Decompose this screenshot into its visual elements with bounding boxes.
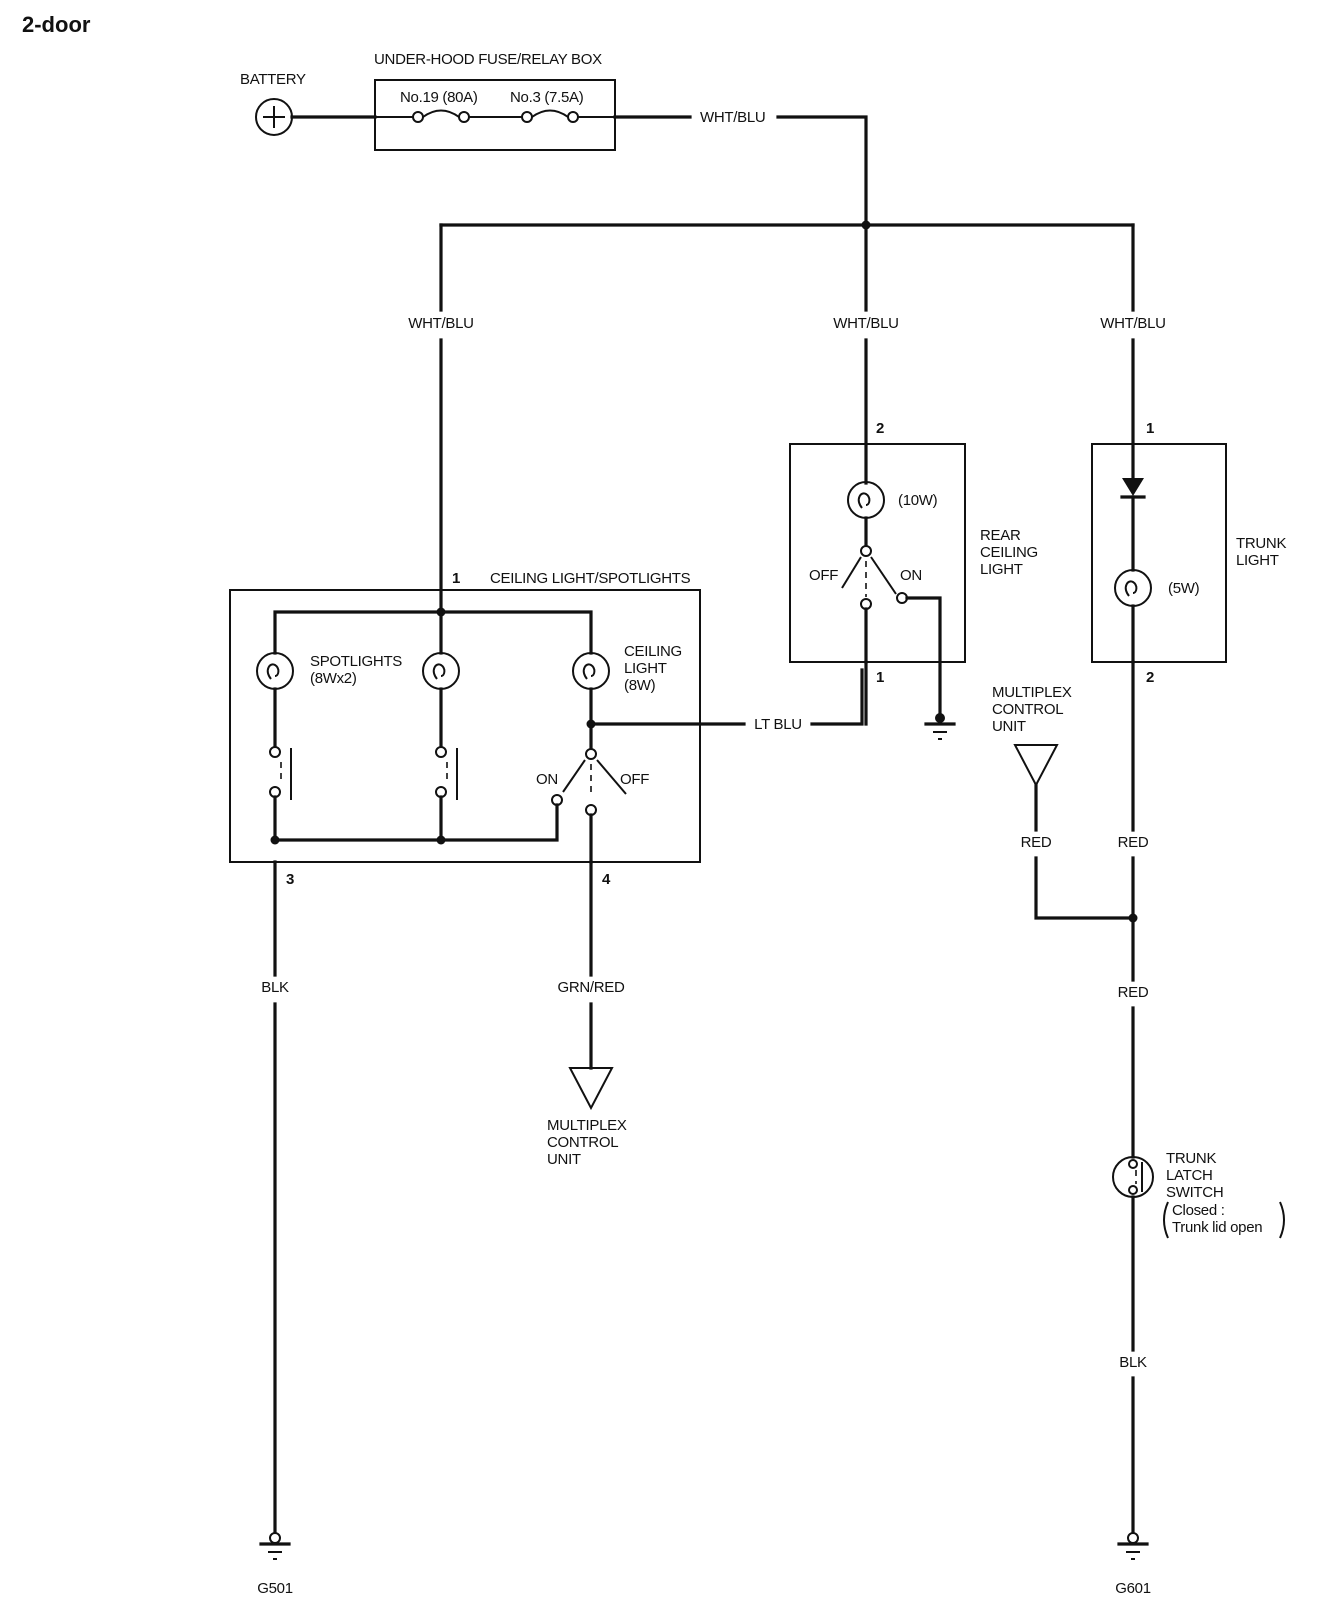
trunk-light: (5W) TRUNK LIGHT <box>1091 443 1287 664</box>
ceiling-light-spotlights-unit: CEILING LIGHT/SPOTLIGHTS SPOTLIGHTS (8Wx… <box>229 570 701 888</box>
trunk-latch-switch: TRUNK LATCH SWITCH Closed : Trunk lid op… <box>1112 1150 1285 1239</box>
wire-label-red-trunk: RED <box>1118 834 1149 851</box>
wire-label-red-lower: RED <box>1118 984 1149 1001</box>
ceiling-light-rating: (8W) <box>624 677 656 694</box>
trunk-pin-2: 2 <box>1146 669 1154 686</box>
multiplex-unit-bottom-icon <box>568 1067 614 1111</box>
battery: BATTERY <box>240 71 306 136</box>
spotlight-bulb-icon <box>422 652 460 690</box>
main-feed-wire <box>776 115 868 227</box>
wire-label-mid: WHT/BLU <box>833 315 898 332</box>
trunk-latch-note2: Trunk lid open <box>1172 1219 1262 1236</box>
rear-pin-1: 1 <box>876 669 884 686</box>
ceiling-light-bulb-icon <box>572 652 610 690</box>
rear-pin-2: 2 <box>876 420 884 437</box>
diagram-title: 2-door <box>22 12 91 37</box>
wire-label-grn-red: GRN/RED <box>557 979 625 996</box>
diode-icon <box>1122 478 1144 496</box>
trunk-light-rating: (5W) <box>1168 580 1200 597</box>
ceiling-pin-4: 4 <box>602 871 611 888</box>
spotlight-bulb-icon <box>256 652 294 690</box>
ceiling-unit-label: CEILING LIGHT/SPOTLIGHTS <box>490 570 691 587</box>
rear-ceiling-switch-icon <box>860 545 872 557</box>
fuse-3-icon <box>531 109 569 118</box>
mcu-right-line2: CONTROL <box>992 701 1063 718</box>
ground-rear-ceiling-icon <box>924 713 956 740</box>
mcu-bottom-line2: CONTROL <box>547 1134 618 1151</box>
trunk-latch-line3: SWITCH <box>1166 1184 1223 1201</box>
mcu-right-line1: MULTIPLEX <box>992 684 1072 701</box>
trunk-latch-line2: LATCH <box>1166 1167 1213 1184</box>
wire-label-blk-right: BLK <box>1119 1354 1147 1371</box>
trunk-light-line1: TRUNK <box>1236 535 1286 552</box>
wire-label-right: WHT/BLU <box>1100 315 1165 332</box>
ceiling-pin-1: 1 <box>452 570 460 587</box>
ceiling-pin-3: 3 <box>286 871 294 888</box>
ceiling-switch-off: OFF <box>620 771 649 788</box>
fuse-box-label: UNDER-HOOD FUSE/RELAY BOX <box>374 51 602 68</box>
rear-ceiling-line2: CEILING <box>980 544 1038 561</box>
wire-label-main: WHT/BLU <box>700 109 765 126</box>
ceiling-light-switch-icon <box>585 748 597 760</box>
mcu-bottom-line3: UNIT <box>547 1151 581 1168</box>
wire-label-left: WHT/BLU <box>408 315 473 332</box>
rear-ceiling-light: (10W) OFF ON REAR CEILING LIGHT <box>789 443 1038 717</box>
ground-g501-icon <box>259 1532 291 1560</box>
mcu-right-line3: UNIT <box>992 718 1026 735</box>
mcu-bottom-line1: MULTIPLEX <box>547 1117 627 1134</box>
trunk-latch-note1: Closed : <box>1172 1202 1225 1219</box>
fuse-19-label: No.19 (80A) <box>400 89 478 106</box>
multiplex-unit-right-icon <box>1013 744 1059 788</box>
trunk-latch-line1: TRUNK <box>1166 1150 1216 1167</box>
ground-g601-icon <box>1117 1532 1149 1560</box>
ground-g501-label: G501 <box>257 1580 293 1597</box>
trunk-bulb-icon <box>1114 569 1152 607</box>
wire-label-blk-left: BLK <box>261 979 289 996</box>
ceiling-switch-on: ON <box>536 771 558 788</box>
fuse-relay-box: UNDER-HOOD FUSE/RELAY BOX No.19 (80A) No… <box>374 51 616 151</box>
trunk-light-line2: LIGHT <box>1236 552 1279 569</box>
rear-ceiling-rating: (10W) <box>898 492 938 509</box>
rear-switch-on: ON <box>900 567 922 584</box>
wire-label-red-mcu: RED <box>1021 834 1052 851</box>
spotlights-label: SPOTLIGHTS <box>310 653 402 670</box>
lt-blu-wire <box>810 668 864 726</box>
wire-label-lt-blu: LT BLU <box>754 716 802 733</box>
rear-ceiling-bulb-icon <box>847 481 885 519</box>
ground-g601-label: G601 <box>1115 1580 1151 1597</box>
trunk-pin-1: 1 <box>1146 420 1154 437</box>
rear-switch-off: OFF <box>809 567 838 584</box>
spotlights-rating: (8Wx2) <box>310 670 357 687</box>
ceiling-light-label-2: LIGHT <box>624 660 667 677</box>
rear-ceiling-line3: LIGHT <box>980 561 1023 578</box>
ceiling-light-label-1: CEILING <box>624 643 682 660</box>
rear-ceiling-line1: REAR <box>980 527 1021 544</box>
battery-label: BATTERY <box>240 71 306 88</box>
fuse-19-icon <box>422 109 460 118</box>
fuse-3-label: No.3 (7.5A) <box>510 89 584 106</box>
